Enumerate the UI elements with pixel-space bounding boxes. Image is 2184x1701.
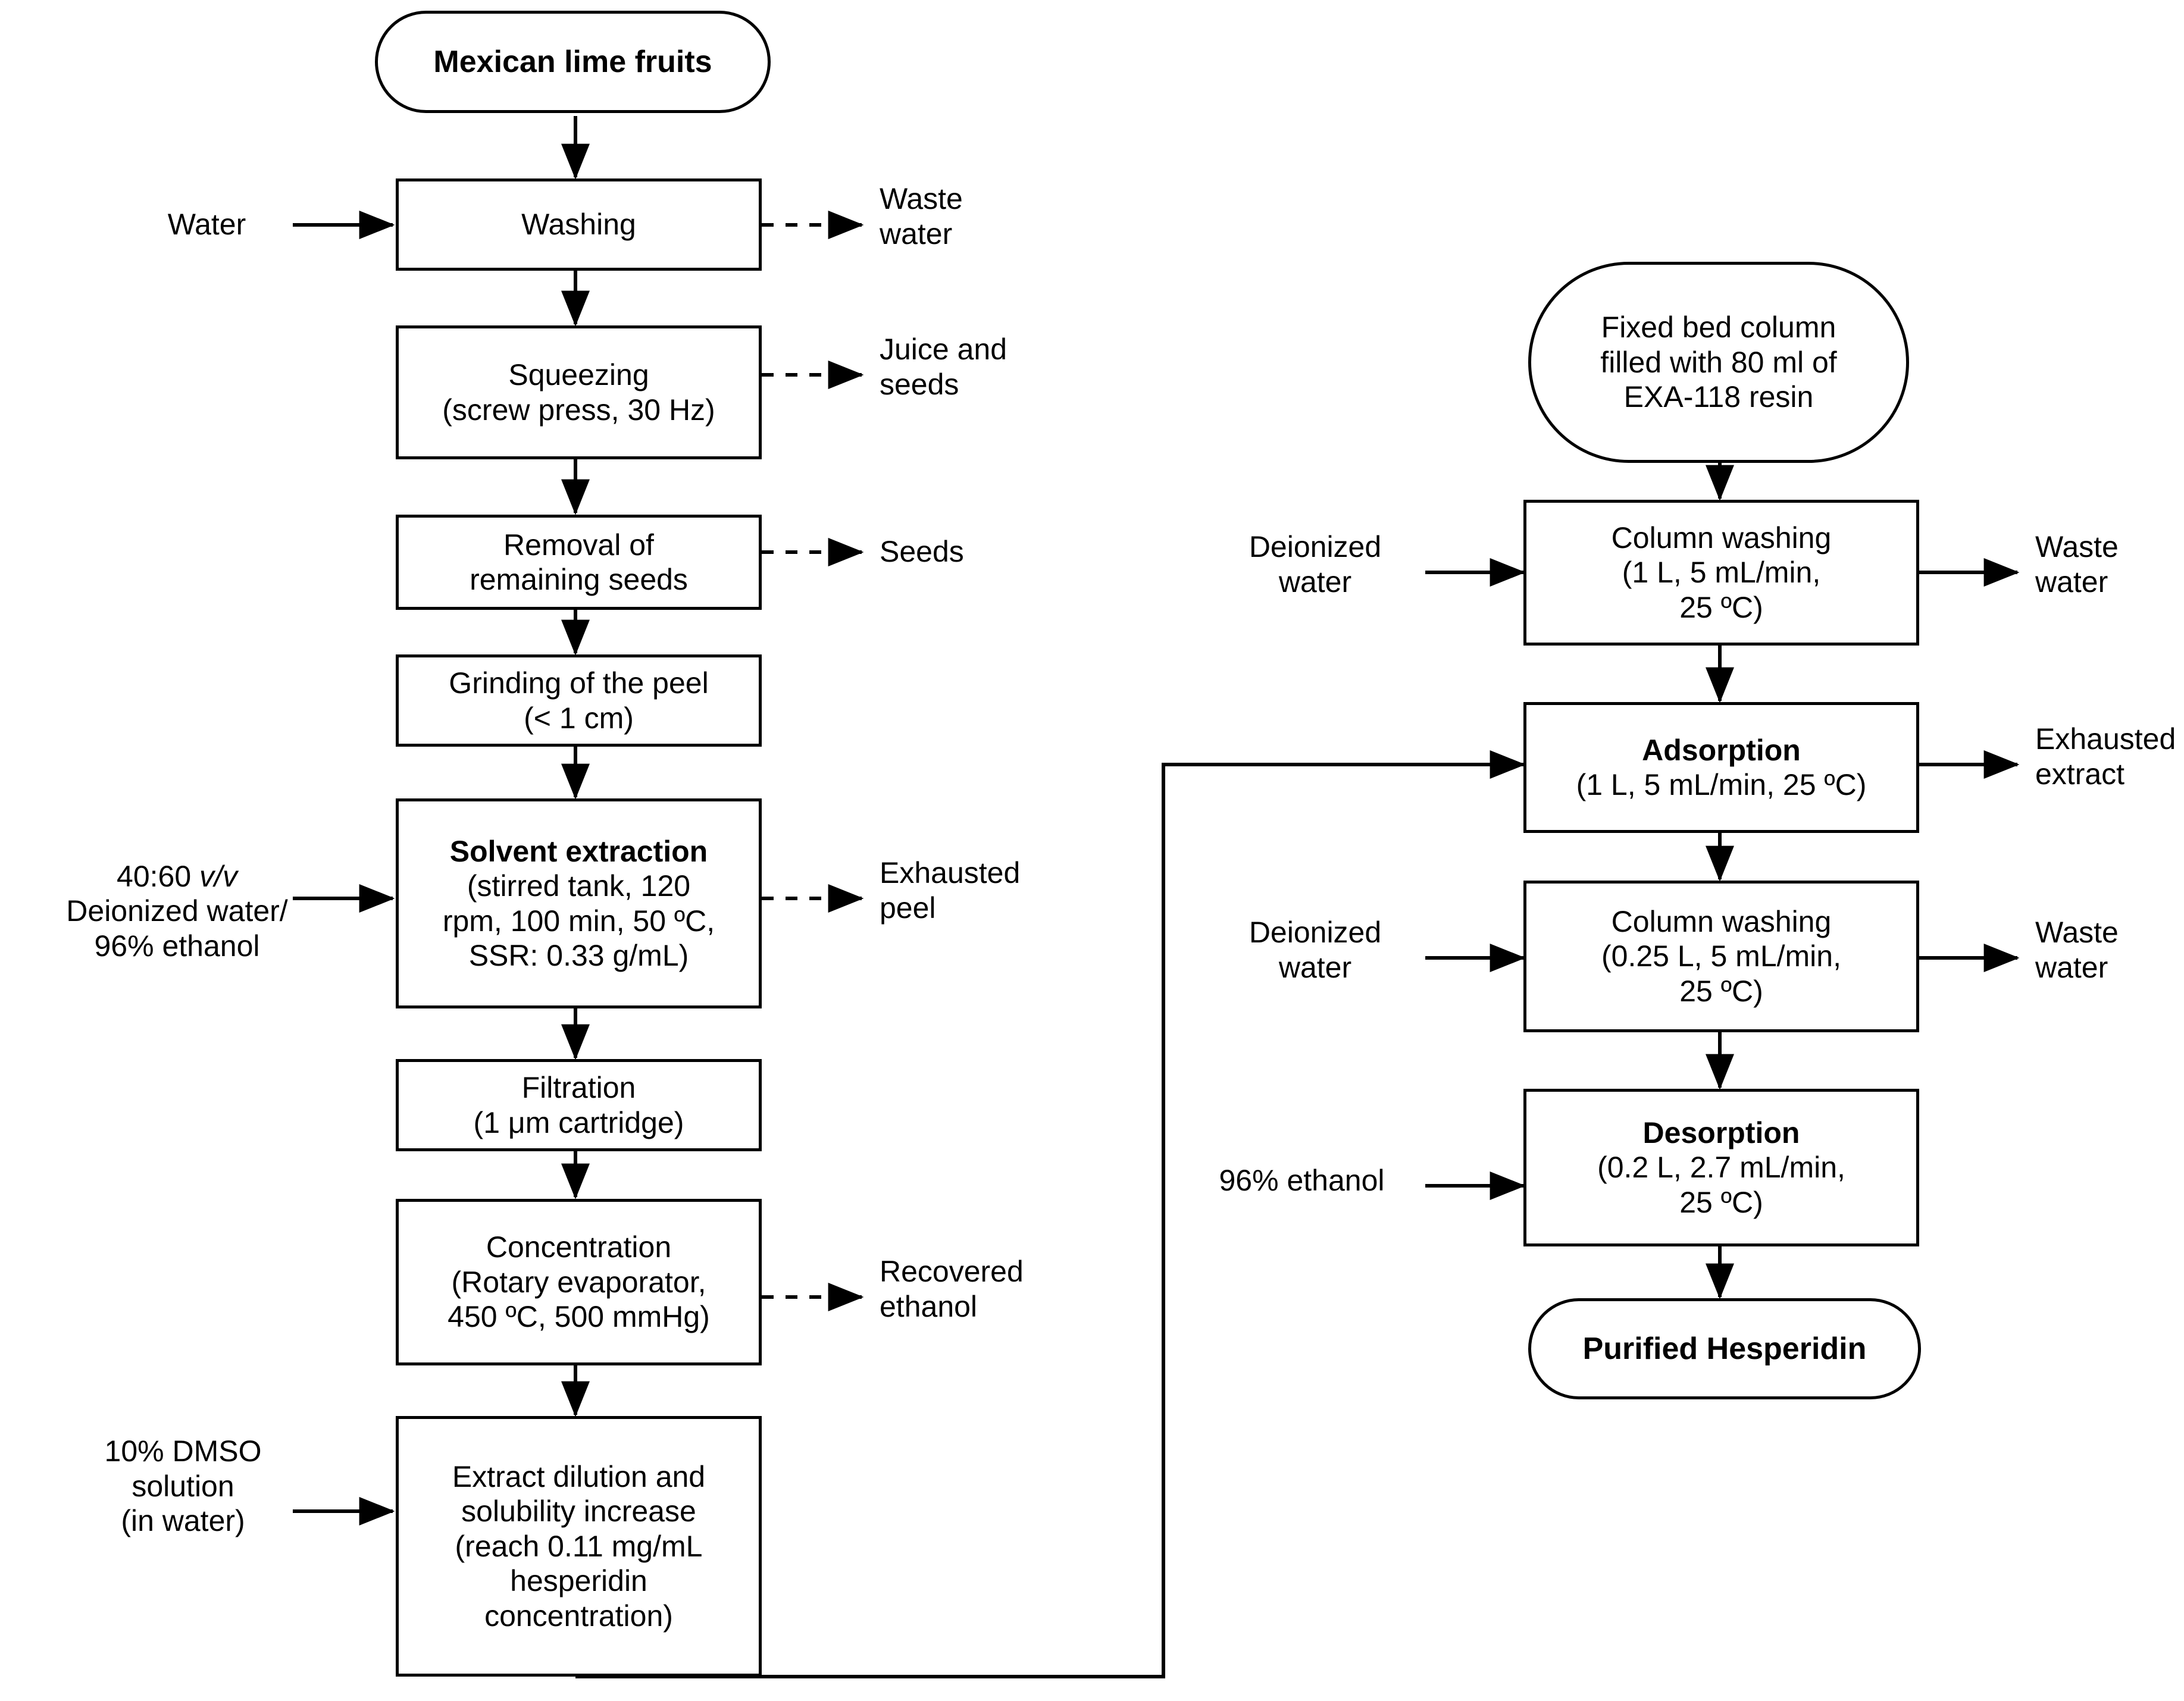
node-washing[interactable]: Washing bbox=[396, 178, 762, 271]
label-exhausted-extract: Exhausted extract bbox=[2035, 722, 2176, 791]
node-adsorption-detail: (1 L, 5 mL/min, 25 ºC) bbox=[1576, 768, 1867, 801]
label-solvent-rest: Deionized water/ 96% ethanol bbox=[66, 894, 288, 963]
label-exhausted-peel: Exhausted peel bbox=[880, 856, 1021, 925]
label-water-input: Water bbox=[167, 208, 246, 241]
node-desorption[interactable]: Desorption (0.2 L, 2.7 mL/min, 25 ºC) bbox=[1523, 1089, 1919, 1246]
node-adsorption[interactable]: Adsorption (1 L, 5 mL/min, 25 ºC) bbox=[1523, 702, 1919, 833]
label-solvent-ratio: 40:60 bbox=[117, 859, 200, 893]
label-recovered-ethanol: Recovered ethanol bbox=[880, 1255, 1024, 1323]
node-solvent-extraction[interactable]: Solvent extraction (stirred tank, 120 rp… bbox=[396, 798, 762, 1008]
label-juice-and-seeds: Juice and seeds bbox=[880, 333, 1007, 401]
label-waste-water-1: Waste water bbox=[880, 182, 963, 250]
label-seeds: Seeds bbox=[880, 535, 964, 568]
node-grinding[interactable]: Grinding of the peel (< 1 cm) bbox=[396, 654, 762, 747]
label-dmso-input: 10% DMSO solution (in water) bbox=[104, 1434, 262, 1537]
label-deionized-water-2: Deionized water bbox=[1249, 916, 1382, 984]
node-squeezing[interactable]: Squeezing (screw press, 30 Hz) bbox=[396, 325, 762, 459]
node-mexican-lime-fruits[interactable]: Mexican lime fruits bbox=[375, 11, 771, 113]
node-adsorption-title: Adsorption bbox=[1642, 733, 1801, 767]
label-deionized-water-1: Deionized water bbox=[1249, 530, 1382, 599]
node-solvent-extraction-title: Solvent extraction bbox=[449, 834, 708, 868]
node-column-washing-1[interactable]: Column washing (1 L, 5 mL/min, 25 ºC) bbox=[1523, 500, 1919, 646]
node-concentration[interactable]: Concentration (Rotary evaporator, 450 ºC… bbox=[396, 1199, 762, 1365]
label-waste-water-3: Waste water bbox=[2035, 916, 2119, 984]
node-desorption-detail: (0.2 L, 2.7 mL/min, 25 ºC) bbox=[1597, 1151, 1845, 1219]
node-solvent-extraction-detail: (stirred tank, 120 rpm, 100 min, 50 ºC, … bbox=[442, 869, 715, 972]
label-waste-water-2: Waste water bbox=[2035, 530, 2119, 599]
label-ethanol-input: 96% ethanol bbox=[1219, 1164, 1385, 1197]
node-filtration[interactable]: Filtration (1 μm cartridge) bbox=[396, 1059, 762, 1151]
node-purified-hesperidin[interactable]: Purified Hesperidin bbox=[1528, 1298, 1921, 1399]
node-desorption-title: Desorption bbox=[1642, 1116, 1800, 1149]
label-solvent-input: 40:60 v/v Deionized water/ 96% ethanol bbox=[60, 824, 295, 963]
node-fixed-bed-column[interactable]: Fixed bed column filled with 80 ml of EX… bbox=[1528, 262, 1909, 463]
edge-recycle-to-adsorption bbox=[575, 750, 1526, 1678]
label-solvent-vv: v/v bbox=[199, 859, 237, 893]
node-seed-removal[interactable]: Removal of remaining seeds bbox=[396, 515, 762, 610]
node-extract-dilution[interactable]: Extract dilution and solubility increase… bbox=[396, 1416, 762, 1677]
node-column-washing-2[interactable]: Column washing (0.25 L, 5 mL/min, 25 ºC) bbox=[1523, 881, 1919, 1032]
